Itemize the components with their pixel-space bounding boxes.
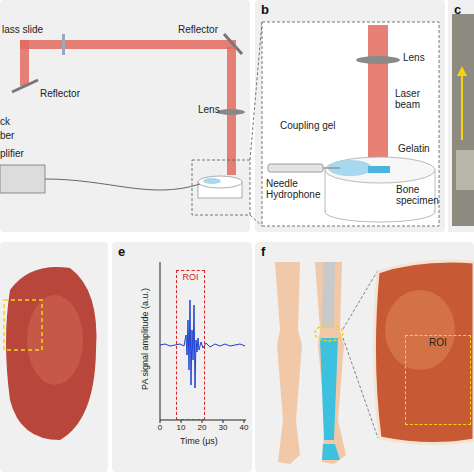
arrow-symbol bbox=[461, 70, 463, 140]
panel-background bbox=[0, 0, 250, 232]
femur-bone bbox=[322, 262, 335, 328]
pa-signal-trace bbox=[160, 300, 245, 388]
setup-photo bbox=[456, 150, 474, 190]
part-label: Laser beam bbox=[395, 88, 435, 110]
axis-tick bbox=[223, 420, 224, 423]
specimen-photo bbox=[6, 267, 96, 440]
tibia-bone bbox=[320, 338, 338, 440]
arrow-symbol bbox=[457, 66, 467, 76]
axis-tick bbox=[181, 420, 182, 423]
panel-background bbox=[0, 242, 108, 472]
zoom-line bbox=[343, 338, 378, 438]
amplifier-box bbox=[0, 165, 45, 193]
panel-letter: f bbox=[261, 245, 265, 259]
signal-cable bbox=[45, 179, 200, 190]
needle-hydrophone bbox=[323, 167, 340, 168]
tick-label: 20 bbox=[194, 424, 210, 433]
part-label: Coupling gel bbox=[280, 120, 336, 131]
lens-symbol bbox=[356, 56, 400, 64]
zoom-line bbox=[250, 22, 262, 160]
part-label: ber bbox=[0, 130, 14, 141]
part-label: lass slide bbox=[2, 24, 43, 35]
panel-background bbox=[255, 242, 474, 472]
tick-label: 40 bbox=[236, 424, 252, 433]
tick-label: 0 bbox=[152, 424, 168, 433]
zoom-box bbox=[192, 160, 250, 215]
zoom-line bbox=[250, 215, 262, 226]
axis-tick bbox=[202, 420, 203, 423]
tick-label: 10 bbox=[173, 424, 189, 433]
panel-frame: c bbox=[448, 0, 474, 232]
glass-slide bbox=[62, 34, 65, 55]
axis-tick bbox=[160, 420, 161, 423]
y-axis bbox=[160, 262, 161, 420]
roi-label: ROI bbox=[406, 338, 470, 349]
part-label: ck bbox=[0, 116, 10, 127]
axis-title: Time (μs) bbox=[180, 437, 218, 447]
gelatin-block bbox=[325, 157, 435, 183]
roi-box: ROI bbox=[176, 270, 205, 420]
zoom-box bbox=[262, 22, 439, 226]
laser-beam bbox=[20, 40, 29, 86]
leg-illustration bbox=[315, 262, 346, 464]
part-label: Lens bbox=[198, 104, 220, 115]
bone-photo bbox=[385, 290, 455, 370]
bone-specimen bbox=[368, 166, 390, 173]
part-label: Bone specimen bbox=[396, 184, 436, 206]
part-label: Lens bbox=[403, 52, 425, 63]
bone-photo bbox=[374, 261, 474, 443]
leg-illustration bbox=[275, 262, 302, 464]
axis-title: PA signal amplitude (a.u.) bbox=[141, 264, 151, 414]
knee-highlight bbox=[315, 325, 343, 341]
gelatin-block bbox=[198, 176, 242, 188]
part-label: Gelatin bbox=[398, 143, 430, 154]
part-label: Needle Hydrophone bbox=[266, 178, 324, 200]
panel-letter: e bbox=[118, 245, 125, 259]
axis-tick bbox=[244, 420, 245, 423]
part-label: Reflector bbox=[178, 24, 218, 35]
panel-background bbox=[448, 0, 474, 232]
roi-label: ROI bbox=[177, 273, 204, 282]
needle-hydrophone bbox=[268, 164, 323, 172]
panel-letter: b bbox=[261, 3, 269, 17]
laser-beam bbox=[20, 40, 236, 49]
zoom-line bbox=[343, 270, 378, 329]
specimen-photo bbox=[27, 295, 83, 385]
panel-background bbox=[112, 242, 252, 472]
panel-letter: c bbox=[454, 3, 461, 17]
roi-box: ROI bbox=[405, 335, 471, 425]
panel-frame: fROI bbox=[255, 242, 474, 472]
coupling-gel bbox=[203, 178, 221, 184]
foot-bones bbox=[322, 444, 340, 460]
roi-box bbox=[4, 300, 42, 350]
setup-photo bbox=[452, 14, 474, 226]
reflector-mirror bbox=[12, 80, 38, 92]
panel-background bbox=[255, 0, 445, 232]
laser-beam bbox=[368, 25, 388, 175]
lens-symbol bbox=[217, 109, 245, 115]
part-label: Reflector bbox=[40, 88, 80, 99]
part-label: plifier bbox=[0, 148, 24, 159]
tick-label: 30 bbox=[215, 424, 231, 433]
